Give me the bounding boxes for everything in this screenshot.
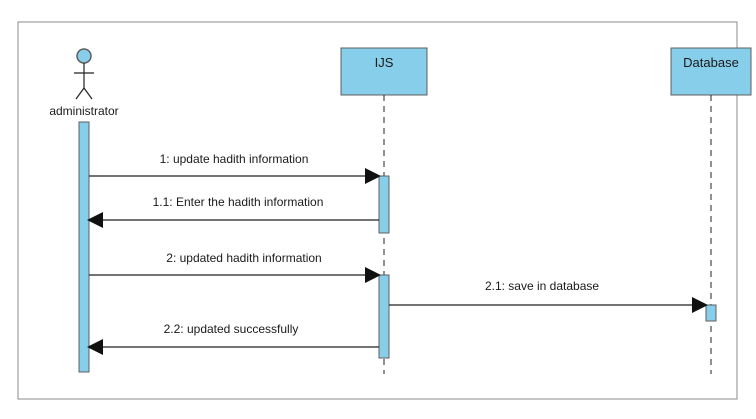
lifeline-ijs-label: IJS xyxy=(375,55,394,70)
message-1-1: 1.1: Enter the hadith information xyxy=(87,195,379,228)
lifeline-database: Database xyxy=(670,47,752,374)
message-2-2-label: 2.2: updated successfully xyxy=(164,322,299,336)
administrator-activation xyxy=(78,121,90,373)
database-activation xyxy=(705,304,717,322)
message-2-1: 2.1: save in database xyxy=(389,279,708,313)
lifeline-ijs: IJS xyxy=(340,47,428,374)
ijs-activation-1 xyxy=(378,175,390,234)
message-1-label: 1: update hadith information xyxy=(160,152,309,166)
actor-administrator: administrator xyxy=(49,48,119,118)
lifeline-database-label: Database xyxy=(683,55,739,70)
message-2-2: 2.2: updated successfully xyxy=(87,322,379,355)
lifeline-database-box xyxy=(670,47,752,96)
message-2-1-label: 2.1: save in database xyxy=(485,279,599,293)
message-2-label: 2: updated hadith information xyxy=(166,251,321,265)
actor-head xyxy=(76,48,92,64)
message-1-1-label: 1.1: Enter the hadith information xyxy=(153,195,324,209)
message-1: 1: update hadith information xyxy=(89,152,381,184)
actor-label: administrator xyxy=(49,104,118,118)
lifeline-ijs-box xyxy=(340,47,428,96)
actor-right-leg xyxy=(83,87,93,100)
message-2: 2: updated hadith information xyxy=(89,251,381,283)
ijs-activation-2 xyxy=(378,274,390,359)
actor-left-leg xyxy=(75,87,85,100)
